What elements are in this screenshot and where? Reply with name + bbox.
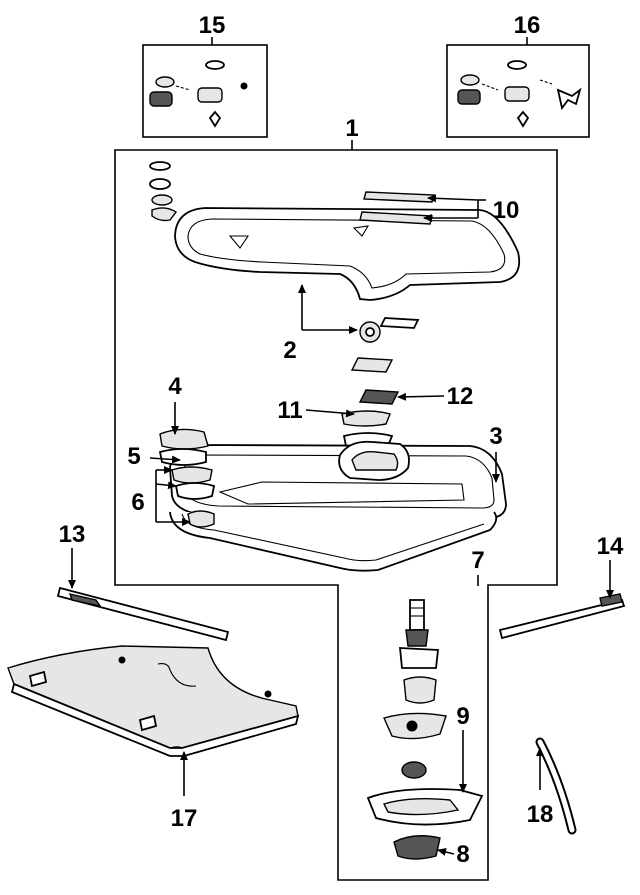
callout-2: 2 <box>283 337 296 364</box>
callout-12: 12 <box>447 383 474 410</box>
callout-18: 18 <box>527 801 554 828</box>
headliner-panel <box>7 645 300 757</box>
drain-tray <box>169 511 498 572</box>
callout-16: 16 <box>514 12 541 39</box>
leader-lines <box>68 194 614 856</box>
upper-left-clips <box>149 161 178 222</box>
callout-labels: 15 16 1 10 2 4 12 11 3 5 6 13 7 14 9 18 … <box>59 12 624 868</box>
main-assembly-box <box>114 140 558 881</box>
sunroof-frame <box>169 440 507 519</box>
callout-5: 5 <box>127 443 140 470</box>
callout-11: 11 <box>277 397 302 424</box>
side-trim-strip-14 <box>498 593 626 640</box>
callout-14: 14 <box>597 533 624 560</box>
center-small-parts <box>341 317 420 449</box>
callout-8: 8 <box>456 841 469 868</box>
callout-10: 10 <box>493 197 520 224</box>
clip-kit-parts-15 <box>149 60 248 128</box>
callout-9: 9 <box>456 703 469 730</box>
side-trim-strip-13 <box>56 586 230 642</box>
inset-box-16 <box>446 37 590 138</box>
callout-15: 15 <box>199 12 226 39</box>
callout-6: 6 <box>131 489 144 516</box>
inset-box-15 <box>142 37 268 138</box>
callout-17: 17 <box>171 805 198 832</box>
glass-panel <box>174 207 521 301</box>
callout-1: 1 <box>345 115 358 142</box>
crank-handle-parts <box>366 599 484 860</box>
callout-4: 4 <box>168 373 182 400</box>
callout-13: 13 <box>59 521 86 548</box>
callout-7: 7 <box>471 547 484 574</box>
clip-kit-parts-16 <box>457 60 582 128</box>
callout-3: 3 <box>489 423 502 450</box>
deflector-seals <box>359 191 435 225</box>
